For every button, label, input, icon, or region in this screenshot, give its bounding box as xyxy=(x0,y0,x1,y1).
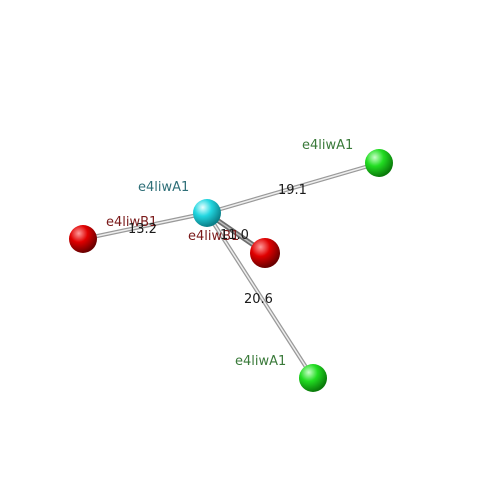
bond-center-bottom-green-highlight xyxy=(206,212,314,379)
distance-label-layer: 19.1 20.6 13.2 11.0 xyxy=(128,183,307,307)
distance-label-right-green: 19.1 xyxy=(278,183,307,198)
bond-layer xyxy=(81,161,381,380)
near-red-node xyxy=(250,238,280,268)
center-node xyxy=(193,199,221,227)
distance-label-near-red: 11.0 xyxy=(220,228,249,243)
left-red-node xyxy=(69,225,97,253)
center-node-label: e4liwA1 xyxy=(138,180,189,195)
left-red-node-label: e4liwB1 xyxy=(106,215,157,230)
node-label-layer: e4liwA1 e4liwA1 e4liwA1 e4liwB1 e4liwB1 xyxy=(106,138,353,369)
bond-center-left-red-highlight xyxy=(82,212,208,240)
distance-label-left-red: 13.2 xyxy=(128,222,157,237)
bottom-green-node-label: e4liwA1 xyxy=(235,354,286,369)
atom-layer xyxy=(69,149,393,392)
distance-label-bottom-green: 20.6 xyxy=(244,292,273,307)
right-green-node xyxy=(365,149,393,177)
bond-center-right-green-highlight xyxy=(206,162,380,214)
near-red-node-label: e4liwB1 xyxy=(188,229,239,244)
bottom-green-node xyxy=(299,364,327,392)
right-green-node-label: e4liwA1 xyxy=(302,138,353,153)
